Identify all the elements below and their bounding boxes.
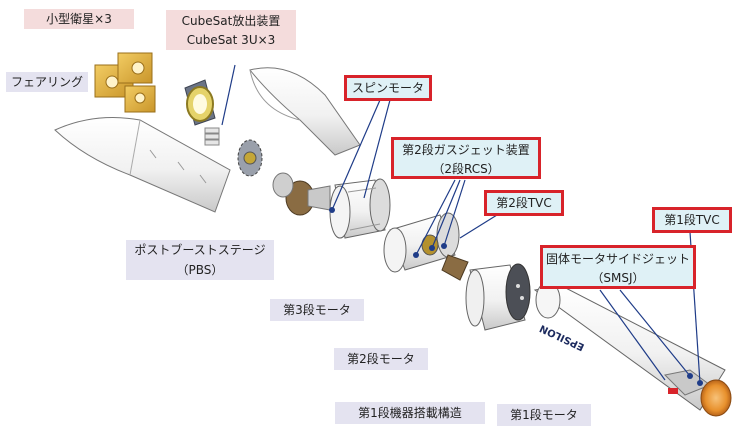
fairing-label: フェアリング [6, 72, 88, 92]
gas-jet-line2: （2段RCS） [432, 162, 500, 176]
small-satellites-label: 小型衛星×3 [24, 9, 134, 29]
spin-motor-label: スピンモータ [344, 75, 432, 101]
gas-jet-label: 第2段ガスジェット装置 （2段RCS） [391, 137, 541, 179]
spin-motor-section [329, 178, 391, 239]
first-stage-motor [533, 281, 732, 417]
smsj-line1: 固体モータサイドジェット [545, 252, 690, 266]
pbs-label: ポストブーストステージ （PBS） [126, 240, 274, 280]
second-stage-motor-label: 第2段モータ [334, 348, 428, 370]
third-stage-motor [272, 172, 331, 216]
fairing-lower-half [54, 117, 231, 213]
pbs-line2: （PBS） [176, 263, 224, 277]
leader-lines [221, 64, 701, 384]
first-stage-equipment-structure-label: 第1段機器搭載構造 [335, 402, 485, 424]
cubesat-device-label: CubeSat放出装置 CubeSat 3U×3 [166, 10, 296, 50]
rocket-marking: EPSILON [538, 322, 586, 352]
cubesat-device-line1: CubeSat放出装置 [181, 14, 281, 28]
first-stage-tvc-label: 第1段TVC [652, 207, 732, 233]
first-stage-equipment-structure [465, 263, 531, 331]
post-boost-stage [237, 139, 263, 177]
cubesat-ejectors [204, 127, 220, 146]
gas-jet-line1: 第2段ガスジェット装置 [402, 143, 530, 157]
second-stage-tvc-label: 第2段TVC [484, 190, 564, 216]
first-stage-motor-label: 第1段モータ [497, 404, 591, 426]
smsj-label: 固体モータサイドジェット （SMSJ） [540, 245, 696, 289]
cubesat-device-line2: CubeSat 3U×3 [186, 33, 276, 47]
second-stage-motor [383, 212, 469, 281]
satellite-adapter [184, 79, 216, 126]
third-stage-motor-label: 第3段モータ [270, 299, 364, 321]
pbs-line1: ポストブーストステージ [134, 243, 266, 257]
smsj-line2: （SMSJ） [591, 271, 645, 285]
small-satellites [94, 52, 156, 113]
